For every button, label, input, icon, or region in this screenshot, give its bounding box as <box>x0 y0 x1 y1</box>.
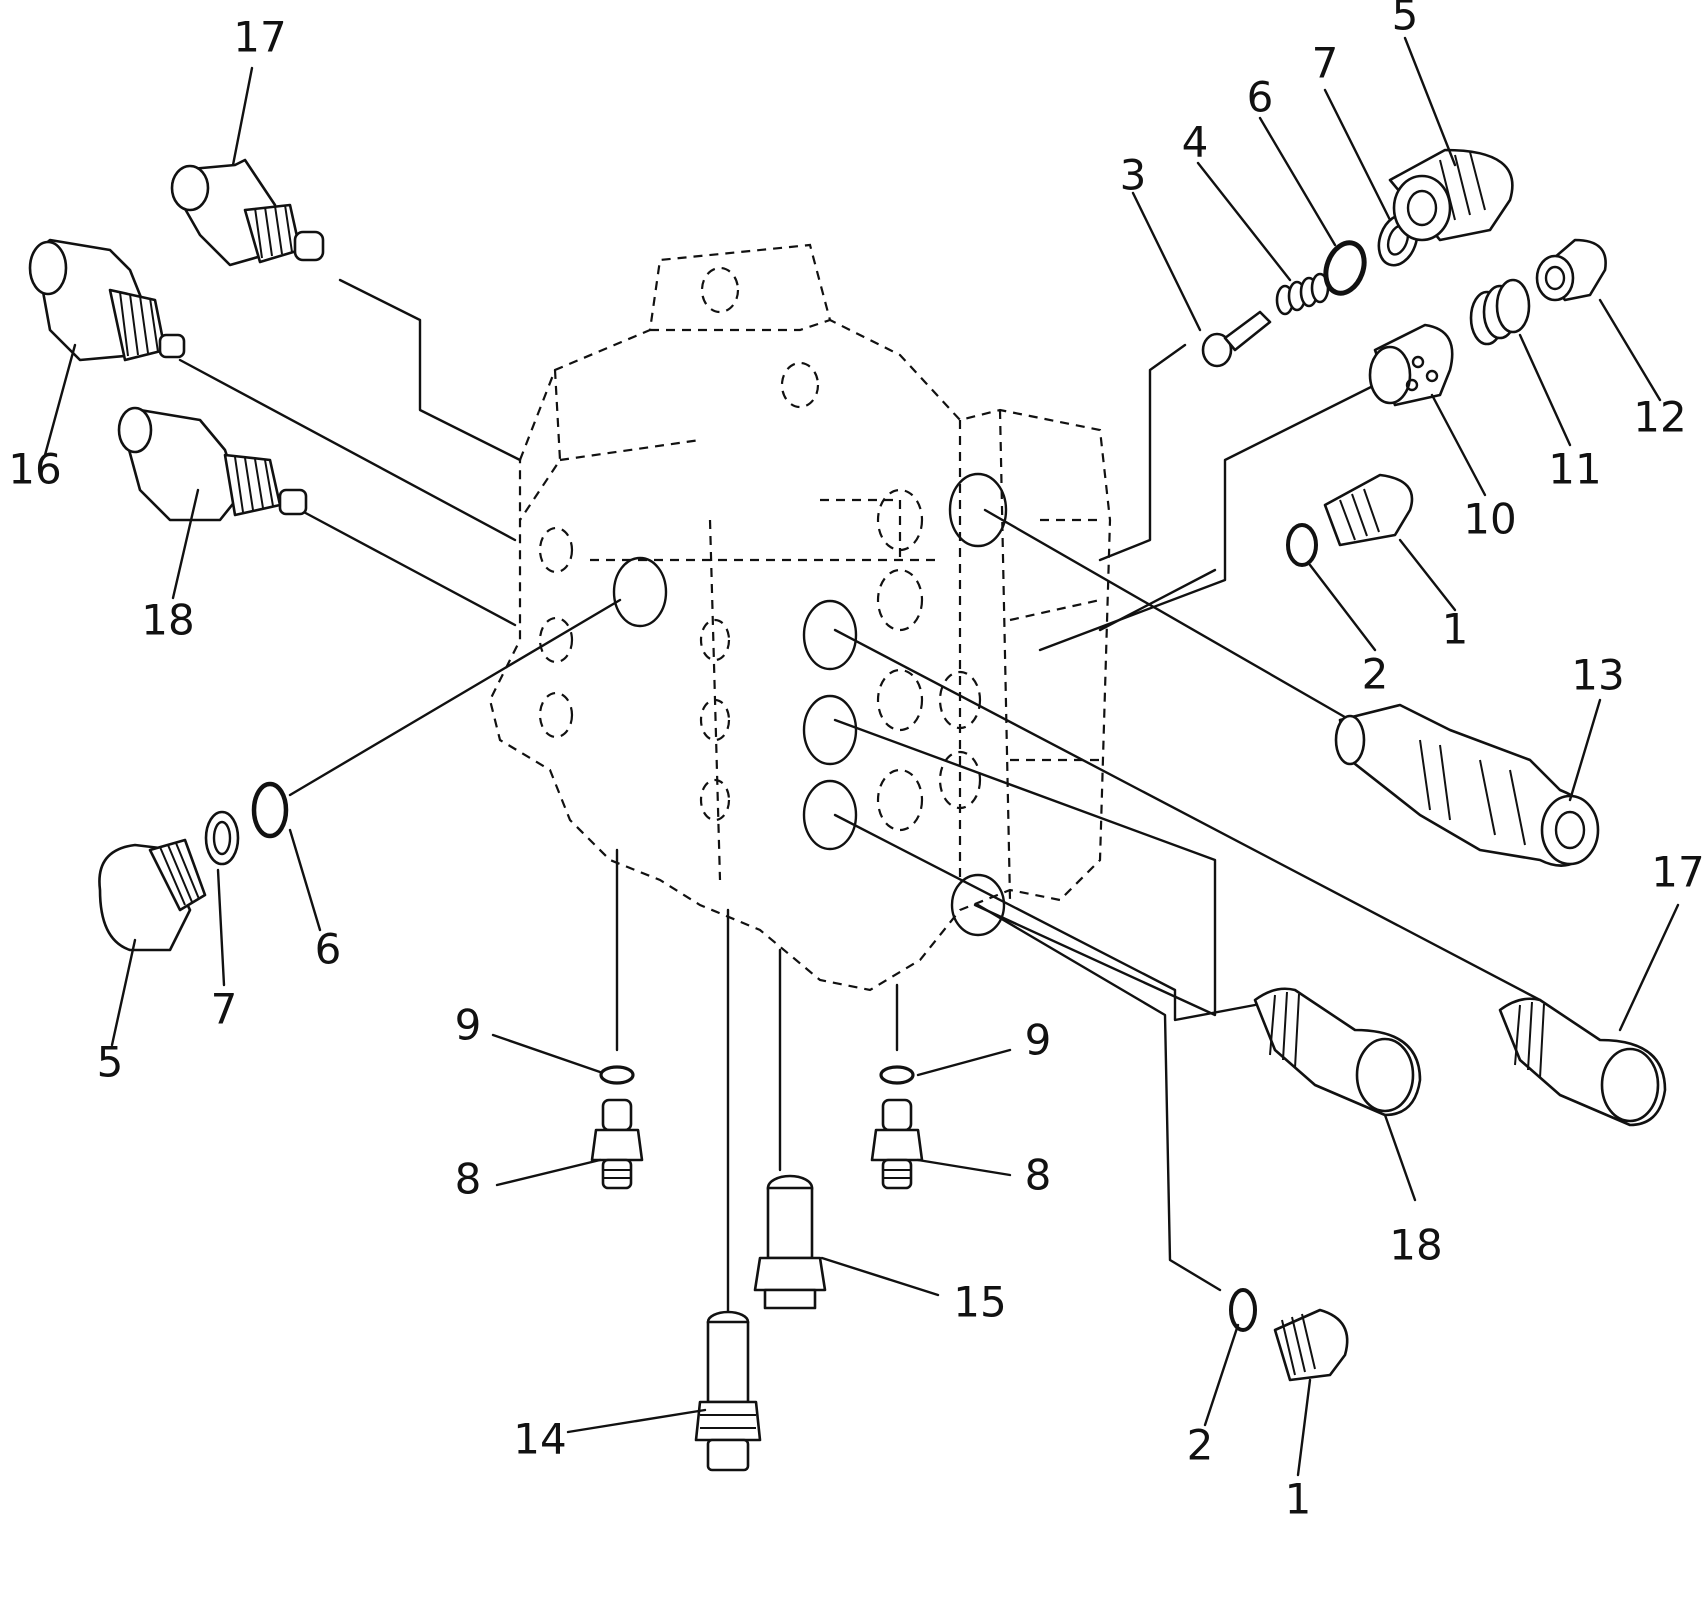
solenoid-18-right <box>1253 987 1422 1117</box>
callout-9-right: 9 <box>1025 1016 1052 1065</box>
callout-5-top: 5 <box>1392 0 1419 40</box>
oring-2-upper <box>1286 523 1318 567</box>
callout-4: 4 <box>1182 118 1209 167</box>
callout-pointers <box>43 36 1680 1477</box>
callout-10: 10 <box>1463 495 1516 544</box>
callout-2-upper: 2 <box>1362 650 1389 699</box>
callout-8-right: 8 <box>1025 1151 1052 1200</box>
fitting-8-right <box>870 1098 924 1190</box>
spring-4 <box>1275 272 1330 316</box>
oring-2-lower <box>1229 1288 1257 1332</box>
washer-7-left-inner <box>212 820 232 856</box>
callout-2-lower: 2 <box>1187 1421 1214 1470</box>
plug-1-upper <box>1323 473 1414 547</box>
oring-6-top <box>1323 240 1367 296</box>
solenoid-17-top <box>170 158 325 267</box>
solenoid-17-right <box>1498 997 1667 1127</box>
relief-valve-13 <box>1334 703 1600 867</box>
oring-9-left <box>599 1065 635 1085</box>
callout-labels: 17 16 18 5 7 6 3 4 6 7 5 12 11 10 1 2 13… <box>8 0 1702 1524</box>
callout-7-left: 7 <box>211 985 238 1034</box>
sensor-15 <box>753 1174 827 1310</box>
callout-18-top: 18 <box>141 596 194 645</box>
callout-17-right: 17 <box>1651 848 1702 897</box>
callout-6-left: 6 <box>315 925 342 974</box>
solenoid-16 <box>28 238 186 362</box>
valve-body <box>488 243 1112 992</box>
callout-17-top: 17 <box>233 13 286 62</box>
callout-11: 11 <box>1548 445 1601 494</box>
callout-18-right: 18 <box>1389 1221 1442 1270</box>
plug-1-lower <box>1273 1308 1349 1382</box>
callout-8-left: 8 <box>455 1155 482 1204</box>
oring-9-right <box>879 1065 915 1085</box>
leader-lines <box>178 278 1542 1317</box>
plug-5-top <box>1388 148 1514 242</box>
sensor-14 <box>694 1310 762 1472</box>
solenoid-18-top <box>117 406 308 522</box>
callout-3: 3 <box>1120 151 1147 200</box>
callout-9-left: 9 <box>455 1001 482 1050</box>
plug-5-left <box>98 838 207 952</box>
callout-15: 15 <box>953 1278 1006 1327</box>
callout-5-left: 5 <box>97 1038 124 1087</box>
callout-14: 14 <box>513 1415 566 1464</box>
piston-10 <box>1368 323 1454 407</box>
callout-16: 16 <box>8 445 61 494</box>
callout-12: 12 <box>1633 393 1686 442</box>
fitting-8-left <box>590 1098 644 1190</box>
callout-1-lower: 1 <box>1285 1475 1312 1524</box>
washer-7-left <box>204 810 240 866</box>
plug-12 <box>1535 238 1607 302</box>
callout-1-upper: 1 <box>1442 605 1469 654</box>
callout-7-top: 7 <box>1312 39 1339 88</box>
callout-6-top: 6 <box>1247 73 1274 122</box>
callout-13: 13 <box>1571 651 1624 700</box>
pin-3 <box>1201 310 1272 368</box>
oring-6-left <box>251 781 289 839</box>
spring-11 <box>1469 278 1531 346</box>
